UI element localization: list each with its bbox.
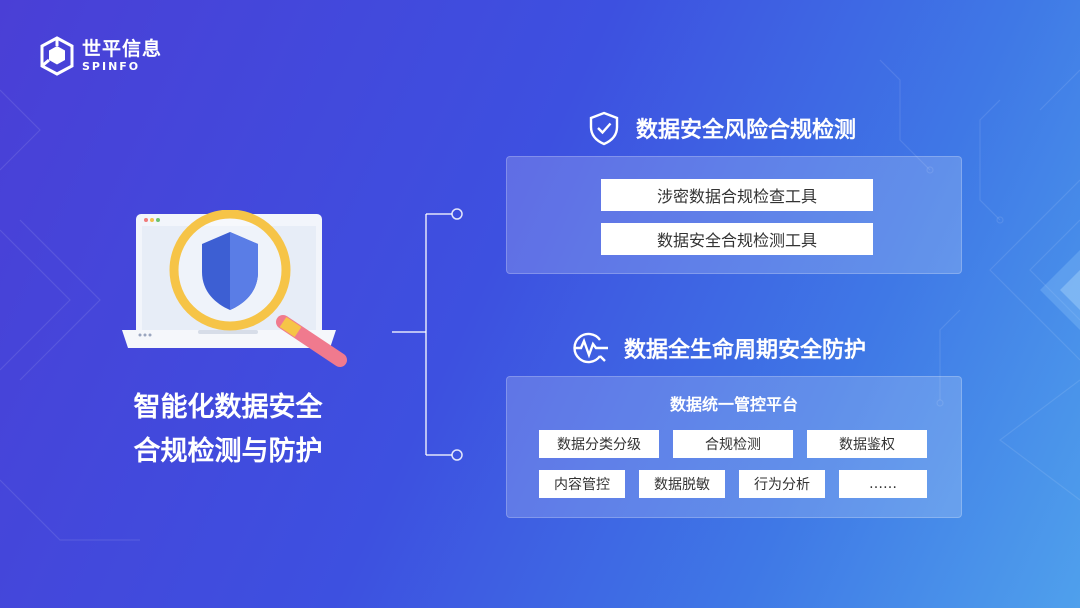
brand-logo: 世平信息 SPINFO	[40, 36, 162, 76]
tag-data-masking: 数据脱敏	[639, 470, 725, 498]
tag-classification: 数据分类分级	[539, 430, 659, 458]
section1-title-text: 数据安全风险合规检测	[636, 118, 857, 143]
tag-compliance: 合规检测	[673, 430, 793, 458]
hero-title-line1: 智能化数据安全	[133, 392, 323, 423]
cube-logo-icon	[40, 36, 74, 76]
hero-title-line2: 合规检测与防护	[133, 436, 323, 467]
laptop-magnifier-illustration	[122, 210, 347, 367]
brand-name-en: SPINFO	[82, 60, 141, 73]
section2-title: 数据全生命周期安全防护	[570, 330, 866, 366]
tool-box-classified: 涉密数据合规检查工具	[601, 179, 873, 211]
tag-behavior-analysis: 行为分析	[739, 470, 825, 498]
tag-content-control: 内容管控	[539, 470, 625, 498]
shield-check-icon	[589, 111, 619, 146]
platform-panel: 数据统一管控平台 数据分类分级 合规检测 数据鉴权 内容管控 数据脱敏 行为分析…	[506, 376, 962, 518]
section2-title-text: 数据全生命周期安全防护	[624, 338, 867, 363]
section1-title: 数据安全风险合规检测	[586, 110, 856, 146]
tag-authentication: 数据鉴权	[807, 430, 927, 458]
hero-title: 智能化数据安全 合规检测与防护	[118, 386, 338, 474]
platform-title: 数据统一管控平台	[669, 395, 798, 414]
tool-box-compliance: 数据安全合规检测工具	[601, 223, 873, 255]
brand-name-cn: 世平信息	[82, 38, 163, 60]
pulse-monitor-icon	[573, 332, 608, 364]
tag-more-ellipsis: ……	[839, 470, 927, 498]
compliance-tools-panel: 涉密数据合规检查工具 数据安全合规检测工具	[506, 156, 962, 274]
